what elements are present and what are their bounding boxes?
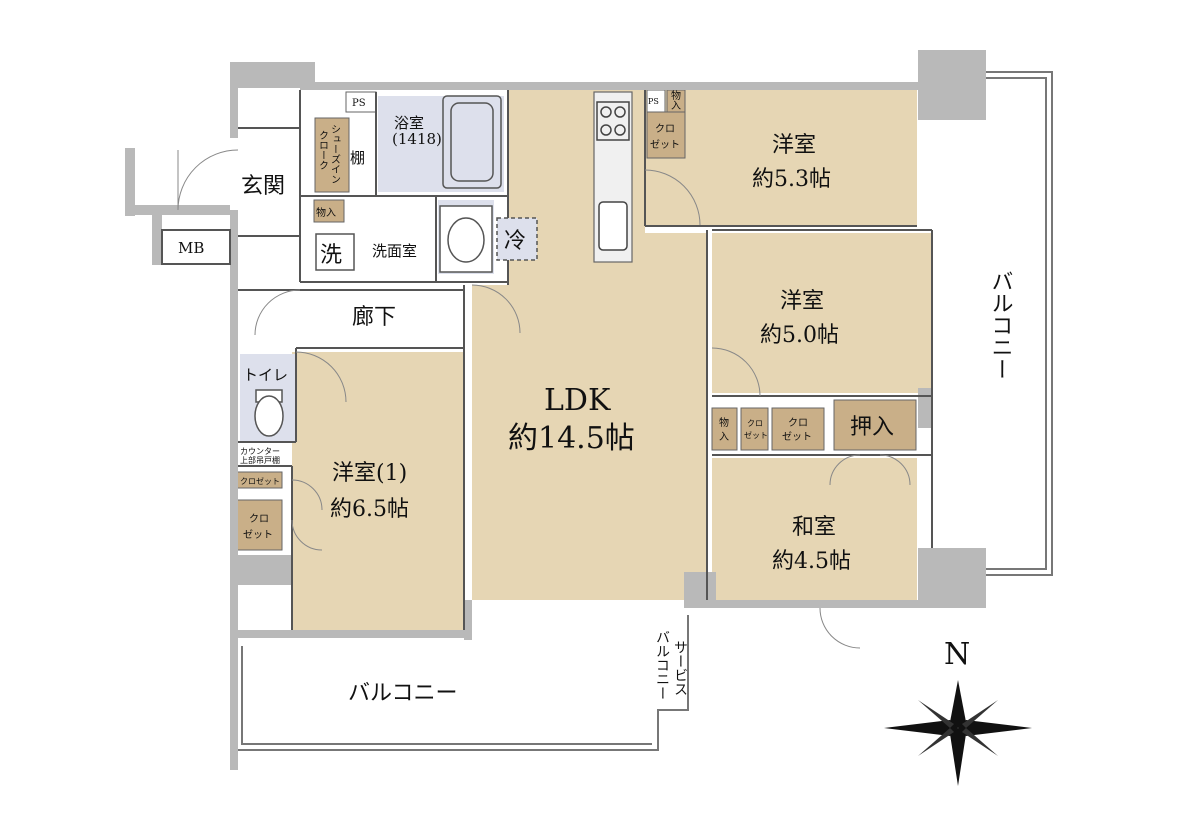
label-counter-1: カウンター (240, 447, 280, 456)
label-ldk: LDK (544, 383, 611, 418)
yoshitsu-e-floor (712, 233, 932, 393)
fridge-space (496, 217, 538, 261)
label-shoes-in: シューズイン (329, 124, 341, 184)
label-washitsu: 和室 (792, 515, 836, 540)
label-monoire-bath: 物入 (316, 206, 336, 219)
label-washitsu-size: 約4.5帖 (772, 549, 851, 574)
partitions (238, 90, 933, 630)
label-ps1: PS (352, 98, 366, 109)
label-closet-mid2-1: クロ (788, 417, 808, 429)
label-service-balcony-1: サービス (672, 640, 688, 696)
label-monoire-mid-2: 入 (719, 432, 729, 443)
label-ldk-size: 約14.5帖 (508, 421, 635, 456)
yoshitsu-1-floor (292, 352, 464, 630)
compass-n-label: N (944, 637, 970, 672)
label-yoshitsu-ne: 洋室 (772, 133, 816, 158)
label-shoes-closet: シューズイン クローク (317, 124, 341, 184)
ldk-floor (472, 90, 707, 600)
label-counter-2: 上部吊戸棚 (240, 455, 280, 465)
label-hallway: 廊下 (352, 305, 396, 330)
label-closet-top-2: ゼット (650, 139, 680, 151)
bath-floor (378, 96, 504, 192)
balcony-east-outline (985, 71, 1053, 576)
label-yoshitsu-ne-size: 約5.3帖 (752, 167, 831, 192)
label-yoshitsu-e: 洋室 (780, 289, 824, 314)
sink (598, 201, 628, 251)
label-closet-top-1: クロ (655, 123, 675, 135)
label-yoshitsu-e-size: 約5.0帖 (760, 323, 839, 348)
label-closet-left-1: クロ (249, 513, 269, 525)
label-toilet: トイレ (243, 366, 288, 384)
washitsu-floor (712, 458, 917, 603)
label-tana: 棚 (350, 149, 365, 167)
label-oshiire: 押入 (850, 415, 894, 440)
label-mb: MB (178, 239, 204, 257)
door-swings (177, 149, 911, 649)
closets (236, 89, 917, 551)
mb-box (161, 229, 231, 265)
label-bath: 浴室 (394, 114, 424, 132)
label-fridge: 冷 (504, 229, 526, 254)
label-yoshitsu-1-size: 約6.5帖 (330, 497, 409, 522)
label-service-balcony-2: バルコニー (654, 630, 670, 700)
label-closet-mid2-2: ゼット (782, 431, 812, 443)
label-wash-icon: 洗 (320, 243, 342, 268)
label-genkan: 玄関 (241, 174, 285, 199)
label-balcony-south: バルコニー (348, 681, 458, 706)
label-ps2: PS (648, 97, 659, 106)
walls (125, 50, 986, 770)
label-washroom: 洗面室 (372, 242, 417, 260)
label-closet-small: クロゼット (240, 476, 280, 486)
washing-machine-space (315, 233, 355, 271)
label-monoire-mid-1: 物 (719, 416, 729, 429)
toilet-bowl (254, 389, 284, 437)
bathtub (442, 95, 502, 189)
label-closet-left-2: ゼット (243, 529, 273, 541)
stove (596, 101, 630, 141)
label-monoire-top-1: 物 (671, 89, 681, 102)
yoshitsu-ne-floor (645, 90, 917, 225)
compass-rose-icon (884, 680, 1032, 786)
label-closet-mid1-2: ゼット (744, 430, 768, 440)
label-bath-size: (1418) (392, 130, 442, 148)
label-closet-mid1-1: クロ (747, 419, 763, 428)
label-balcony-east: バルコニー (988, 270, 1013, 380)
label-monoire-top-2: 入 (671, 101, 681, 112)
label-yoshitsu-1: 洋室(1) (332, 461, 407, 486)
washbasin (439, 205, 493, 273)
label-shoes-cloak: クローク (317, 130, 328, 170)
